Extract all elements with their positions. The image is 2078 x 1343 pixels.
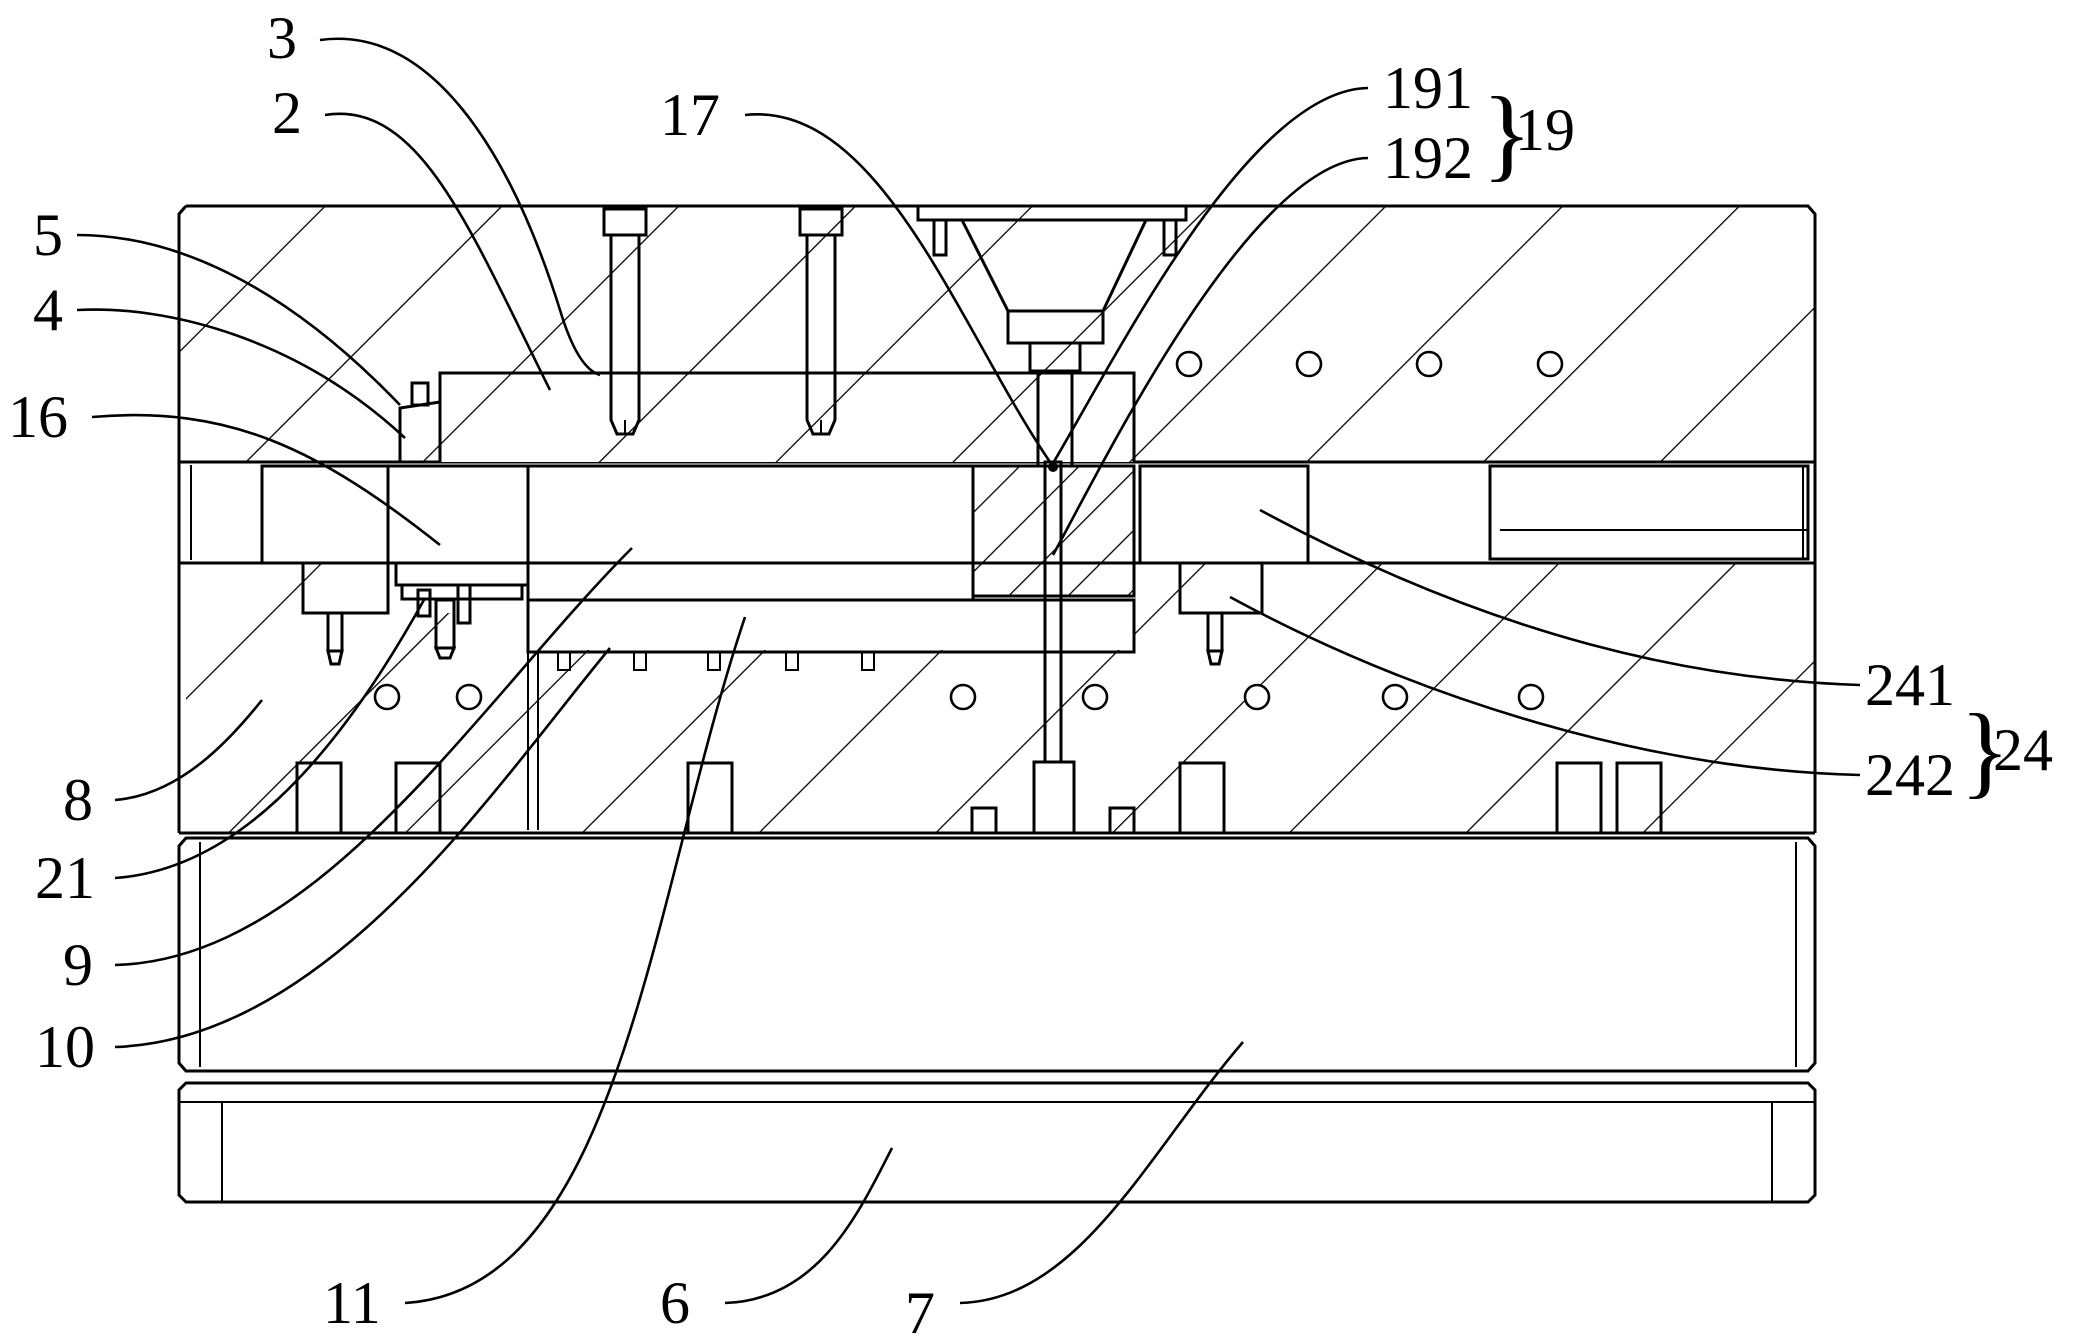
label-2: 2	[272, 80, 302, 146]
label-11: 11	[323, 1270, 381, 1336]
label-241: 241	[1865, 652, 1955, 718]
label-17: 17	[660, 82, 720, 148]
label-3: 3	[267, 5, 297, 71]
label-6: 6	[660, 1270, 690, 1336]
leader-7	[960, 1042, 1243, 1303]
label-242: 242	[1865, 742, 1955, 808]
label-192: 192	[1383, 125, 1473, 191]
label-5: 5	[33, 202, 63, 268]
leader-6	[725, 1148, 892, 1303]
label-191: 191	[1383, 55, 1473, 121]
label-21: 21	[35, 845, 95, 911]
label-10: 10	[35, 1014, 95, 1080]
label-4: 4	[33, 277, 63, 343]
plate-6	[179, 1083, 1815, 1202]
label-16: 16	[8, 384, 68, 450]
label-9: 9	[63, 932, 93, 998]
label-7: 7	[905, 1280, 935, 1343]
label-8: 8	[63, 767, 93, 833]
label-24: 24	[1993, 717, 2053, 783]
label-19: 19	[1515, 97, 1575, 163]
